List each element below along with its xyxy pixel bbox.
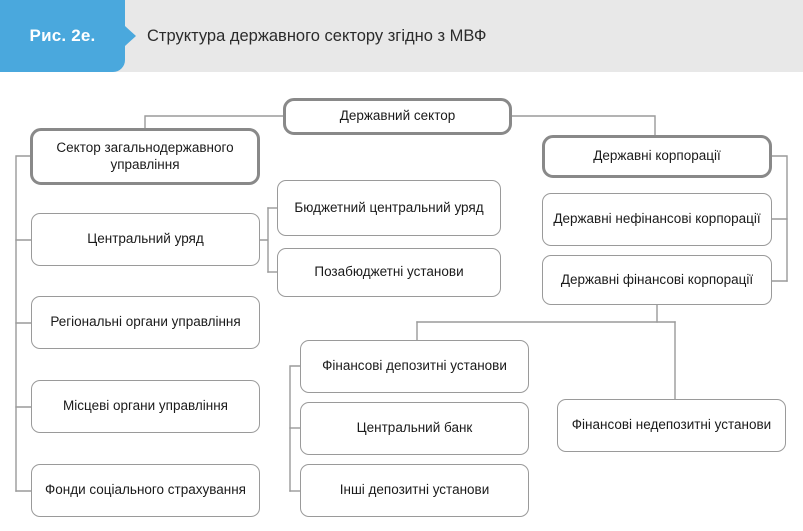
node-regional-government[interactable]: Регіональні органи управління bbox=[31, 296, 260, 349]
node-public-corporations[interactable]: Державні корпорації bbox=[542, 135, 772, 178]
node-public-nonfinancial[interactable]: Державні нефінансові корпорації bbox=[542, 193, 772, 246]
node-other-depository[interactable]: Інші депозитні установи bbox=[300, 464, 529, 517]
node-financial-nondepository-label: Фінансові недепозитні установи bbox=[571, 417, 772, 433]
node-budgetary-central-gov-label: Бюджетний центральний уряд bbox=[294, 199, 484, 215]
node-social-security-funds[interactable]: Фонди соціального страхування bbox=[31, 464, 260, 517]
node-regional-government-label: Регіональні органи управління bbox=[50, 314, 241, 330]
node-financial-nondepository[interactable]: Фінансові недепозитні установи bbox=[557, 399, 786, 452]
node-local-government-label: Місцеві органи управління bbox=[63, 398, 228, 414]
node-financial-depository-label: Фінансові депозитні установи bbox=[322, 358, 507, 374]
node-general-government[interactable]: Сектор загальнодержавного управління bbox=[30, 128, 260, 185]
node-budgetary-central-gov[interactable]: Бюджетний центральний уряд bbox=[277, 180, 501, 236]
node-central-government-label: Центральний уряд bbox=[87, 231, 204, 247]
header-band: Рис. 2е. Структура державного сектору зг… bbox=[0, 0, 803, 72]
node-central-bank[interactable]: Центральний банк bbox=[300, 402, 529, 455]
edge-public-corporations-spine bbox=[771, 155, 788, 282]
node-extrabudgetary-units[interactable]: Позабюджетні установи bbox=[277, 248, 501, 297]
node-extrabudgetary-units-label: Позабюджетні установи bbox=[314, 264, 464, 280]
node-local-government[interactable]: Місцеві органи управління bbox=[31, 380, 260, 433]
node-social-security-funds-label: Фонди соціального страхування bbox=[44, 482, 246, 498]
figure-number-tab: Рис. 2е. bbox=[0, 0, 125, 72]
node-public-financial-label: Державні фінансові корпорації bbox=[560, 271, 754, 287]
edge-central-government-spine bbox=[259, 207, 269, 273]
figure-number-label: Рис. 2е. bbox=[29, 26, 96, 45]
node-public-sector-label: Державний сектор bbox=[339, 108, 456, 124]
node-general-government-label: Сектор загальнодержавного управління bbox=[56, 140, 234, 172]
edge-public-sector-to-public-corporations bbox=[511, 115, 656, 143]
connector-lines bbox=[15, 115, 788, 492]
figure-title: Структура державного сектору згідно з МВ… bbox=[147, 26, 487, 45]
node-central-government[interactable]: Центральний уряд bbox=[31, 213, 260, 266]
node-public-corporations-label: Державні корпорації bbox=[593, 148, 721, 164]
node-public-nonfinancial-label: Державні нефінансові корпорації bbox=[553, 211, 761, 227]
node-public-sector[interactable]: Державний сектор bbox=[283, 98, 512, 135]
diagram-canvas: Державний сектор Сектор загальнодержавно… bbox=[0, 72, 803, 531]
node-financial-depository[interactable]: Фінансові депозитні установи bbox=[300, 340, 529, 393]
node-public-financial[interactable]: Державні фінансові корпорації bbox=[542, 255, 772, 305]
node-central-bank-label: Центральний банк bbox=[356, 420, 473, 436]
figure-tab-arrow-icon bbox=[125, 26, 136, 46]
edge-general-government-spine bbox=[15, 155, 31, 492]
edge-financial-depository-spine bbox=[289, 365, 301, 492]
node-other-depository-label: Інші депозитні установи bbox=[339, 482, 490, 498]
